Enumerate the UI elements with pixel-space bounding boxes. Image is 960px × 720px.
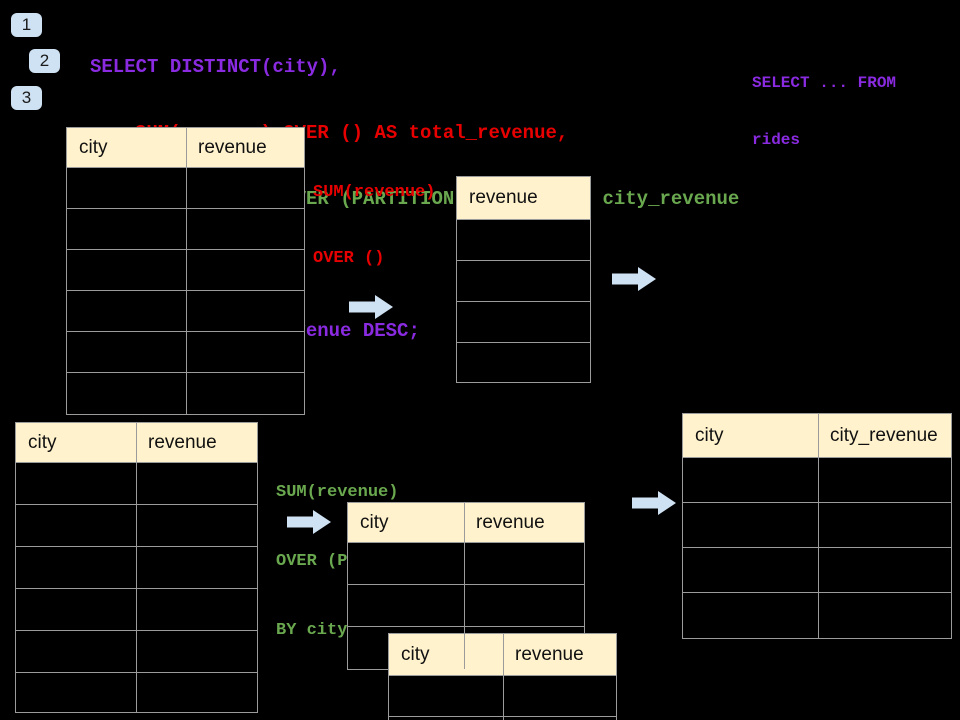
table-body [348, 543, 584, 669]
table-body [457, 220, 590, 384]
table-row [348, 585, 584, 627]
column-divider [464, 503, 465, 669]
table-rides-top: city revenue [66, 127, 305, 415]
column-header-city: city [79, 136, 108, 158]
note-line: rides [752, 131, 801, 149]
table-partition-result-overlay: city revenue [388, 633, 617, 720]
note-line: SELECT ... FROM [752, 74, 897, 92]
annotation-over-total: SUM(revenue) OVER () [313, 138, 435, 314]
column-header-city: city [695, 424, 724, 446]
annotation-line: SUM(revenue) [276, 483, 399, 502]
column-divider [818, 414, 819, 638]
column-header-city: city [360, 511, 389, 533]
table-row [683, 503, 951, 548]
arrow-right-icon [349, 295, 393, 319]
table-row [67, 250, 304, 291]
arrow-right-icon [612, 267, 656, 291]
table-row [683, 458, 951, 503]
column-header-revenue: revenue [515, 643, 584, 665]
table-row [348, 543, 584, 585]
table-header-row: city city_revenue [683, 414, 951, 458]
column-header-revenue: revenue [476, 511, 545, 533]
table-row [457, 302, 590, 343]
table-header-row: revenue [457, 177, 590, 220]
table-body [389, 676, 616, 720]
table-row [67, 209, 304, 250]
table-city-revenue-result: city city_revenue [682, 413, 952, 639]
table-row [67, 332, 304, 373]
table-row [457, 343, 590, 384]
arrow-right-icon [287, 510, 331, 534]
step-badge-2: 2 [29, 49, 60, 73]
column-header-city: city [28, 431, 57, 453]
table-header-row: city revenue [348, 503, 584, 543]
sql-context-note: SELECT ... FROM rides [752, 36, 896, 188]
table-row [683, 548, 951, 593]
column-header-revenue: revenue [198, 136, 267, 158]
annotation-line: BY city) [276, 621, 358, 640]
table-header-row: city revenue [389, 634, 616, 676]
table-row [67, 168, 304, 209]
step-badge-3: 3 [11, 86, 42, 110]
table-row [67, 291, 304, 332]
table-row [457, 261, 590, 302]
table-row [683, 593, 951, 638]
table-body [67, 168, 304, 414]
column-divider [186, 128, 187, 414]
sql-line-select: SELECT DISTINCT(city), [90, 56, 341, 78]
column-divider [136, 423, 137, 712]
annotation-line: OVER () [313, 249, 385, 268]
table-row [457, 220, 590, 261]
column-header-city-revenue: city_revenue [830, 424, 938, 446]
column-header-revenue: revenue [148, 431, 217, 453]
table-header-row: city revenue [67, 128, 304, 168]
column-header-revenue: revenue [469, 187, 538, 208]
table-body [683, 458, 951, 638]
step-badge-1: 1 [11, 13, 42, 37]
arrow-right-icon [632, 491, 676, 515]
table-rides-bottom: city revenue [15, 422, 258, 713]
table-row [389, 676, 616, 717]
table-total-revenue: revenue [456, 176, 591, 383]
column-header-city: city [401, 643, 430, 665]
annotation-line: SUM(revenue) [313, 183, 436, 202]
column-divider [503, 634, 504, 720]
